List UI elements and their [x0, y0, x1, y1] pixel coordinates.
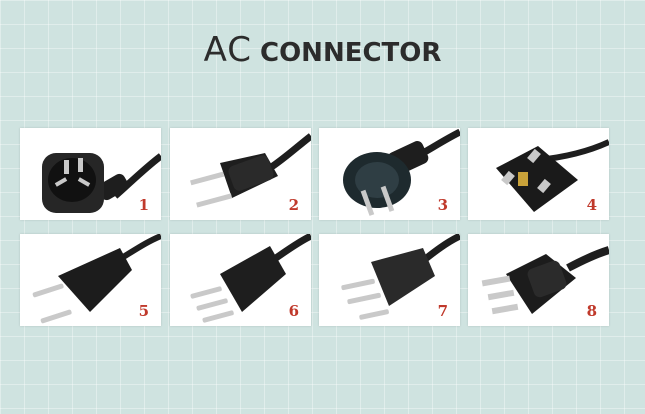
plug-number: 3 — [437, 196, 448, 214]
china-3pin-plug-icon — [42, 153, 161, 213]
schuko-plug-icon — [343, 128, 460, 216]
us-2pin-plug-icon — [190, 133, 311, 208]
plug-card-8: 8 — [468, 234, 609, 326]
title-ac: AC — [203, 30, 252, 70]
title-connector: CONNECTOR — [260, 38, 442, 68]
plug-number: 1 — [138, 196, 149, 214]
swiss-3pin-plug-icon — [341, 234, 460, 320]
italy-3pin-plug-icon — [190, 234, 311, 323]
plug-card-4: 4 — [468, 128, 609, 220]
page-title: AC CONNECTOR — [0, 30, 645, 70]
plug-number: 4 — [586, 196, 597, 214]
plug-card-6: 6 — [170, 234, 311, 326]
plug-number: 8 — [586, 302, 597, 320]
uk-plug-icon — [496, 139, 609, 212]
plug-number: 2 — [288, 196, 299, 214]
plug-card-2: 2 — [170, 128, 311, 220]
plug-number: 6 — [288, 302, 299, 320]
plug-card-1: 1 — [20, 128, 161, 220]
us-3pin-plug-icon — [481, 246, 609, 315]
euro-2pin-plug-icon — [32, 234, 161, 324]
plug-number: 5 — [138, 302, 149, 320]
plug-card-5: 5 — [20, 234, 161, 326]
plug-number: 7 — [437, 302, 448, 320]
plug-card-7: 7 — [319, 234, 460, 326]
plug-card-3: 3 — [319, 128, 460, 220]
